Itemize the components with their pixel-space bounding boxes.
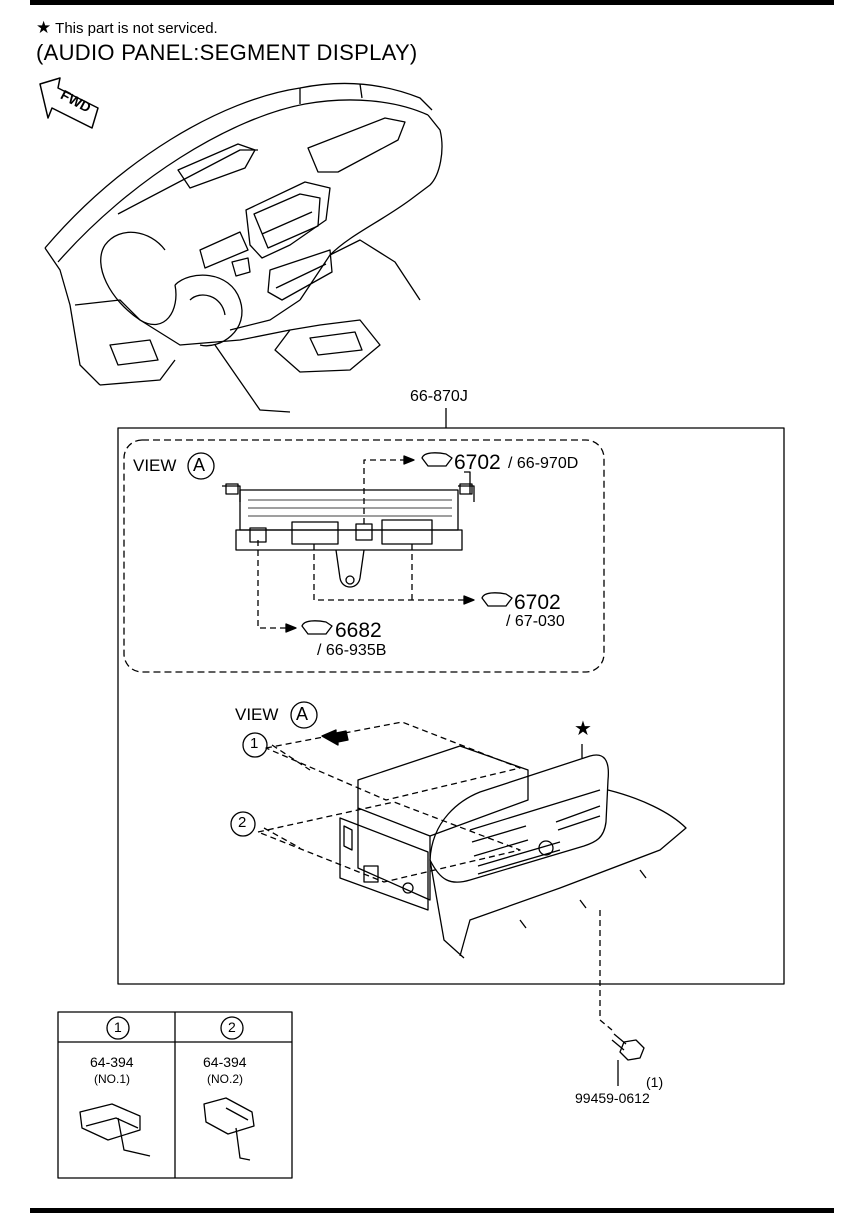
callout-ref[interactable]: / 66-935B [317, 642, 387, 659]
callout-ref[interactable]: / 67-030 [506, 613, 565, 630]
bracket-no1-sub: (NO.1) [94, 1072, 130, 1086]
not-serviced-note: ★ This part is not serviced. [36, 18, 218, 38]
marker-1-label: 1 [250, 735, 259, 752]
bracket-table-frame [57, 1011, 293, 1179]
page-title: (AUDIO PANEL:SEGMENT DISPLAY) [36, 40, 418, 65]
unit-rear-view [222, 471, 475, 588]
bracket-no2-part-number[interactable]: 64-394 [203, 1054, 247, 1070]
dashboard-illustration [44, 82, 443, 413]
bottom-rule [30, 1208, 834, 1213]
fwd-arrow-icon [39, 77, 99, 129]
not-serviced-star-icon: ★ [574, 718, 592, 740]
table-marker-2: 2 [228, 1019, 236, 1035]
assembly-frame [117, 427, 785, 985]
view-a-detail-box [123, 439, 605, 673]
bolt-qty: (1) [646, 1074, 664, 1090]
note-text: This part is not serviced. [55, 20, 218, 37]
connector-icon [301, 620, 333, 635]
marker-circle-1 [242, 732, 268, 758]
bracket-no2-sub: (NO.2) [207, 1072, 243, 1086]
star-icon: ★ [36, 18, 52, 37]
bolt-part-number[interactable]: 99459-0612 [575, 1090, 650, 1106]
view-a-label: VIEW [133, 456, 177, 475]
callout-ref[interactable]: / 66-970D [508, 455, 579, 472]
callout-code[interactable]: 6702 [514, 591, 561, 614]
callout-code[interactable]: 6682 [335, 619, 382, 642]
view-a-circle [290, 701, 318, 729]
connector-icon [481, 592, 513, 607]
marker-2-label: 2 [238, 814, 247, 831]
view-a-letter: A [193, 455, 206, 475]
direction-arrow-icon [321, 729, 349, 746]
view-a-leaders [257, 459, 464, 629]
table-marker-1: 1 [114, 1019, 122, 1035]
marker-circle-2 [230, 811, 256, 837]
callout-code[interactable]: 6702 [454, 451, 501, 474]
bracket-no1-part-number[interactable]: 64-394 [90, 1054, 134, 1070]
view-a-label: VIEW [235, 705, 279, 724]
view-a-letter: A [296, 704, 309, 724]
assembly-part-number[interactable]: 66-870J [410, 388, 468, 405]
bracket-no1-icon [79, 1103, 151, 1157]
bolt-icon [599, 990, 645, 1086]
bracket-no2-icon [203, 1097, 255, 1161]
view-a-circle [187, 452, 215, 480]
top-rule [30, 0, 834, 5]
audio-unit-exploded [257, 721, 687, 990]
connector-icon [421, 452, 453, 467]
